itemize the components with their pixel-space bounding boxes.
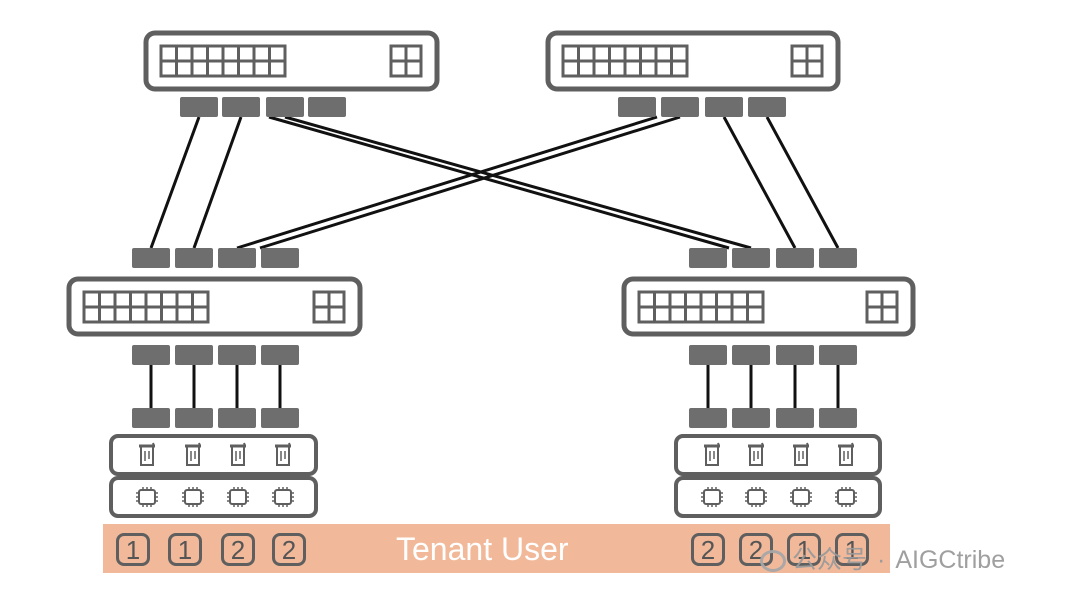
- server-left-gpu-chip-icon-3: [226, 486, 250, 508]
- server-left-port-2: [175, 408, 213, 428]
- server-left-nic-tray: [109, 434, 318, 476]
- leaf-left-downlink-port-4: [261, 345, 299, 365]
- link-spineL3b-leafR2: [284, 115, 752, 250]
- leaf-left-uplink-port-4: [261, 248, 299, 268]
- link-spineR4-leafR4: [765, 116, 840, 249]
- server-right-port-4: [819, 408, 857, 428]
- leaf-left-uplink-port-3: [218, 248, 256, 268]
- device-layer: [66, 30, 916, 518]
- server-right-gpu-chip-icon-3: [789, 486, 813, 508]
- tenant-badge-right-3: 1: [787, 533, 821, 566]
- leaf-switch-left-management-module: [312, 290, 346, 324]
- spine-right-port-2: [661, 97, 699, 117]
- tenant-badge-right-2: 2: [739, 533, 773, 566]
- leaf-right-uplink-port-4: [819, 248, 857, 268]
- leaf-right-downlink-port-4: [819, 345, 857, 365]
- link-spineR2-leafL4: [259, 115, 681, 250]
- leaf-switch-right-port-grid: [637, 290, 765, 324]
- spine-left-port-1: [180, 97, 218, 117]
- server-right-gpu-chip-icon-1: [700, 486, 724, 508]
- leaf-switch-left: [66, 276, 363, 337]
- server-left-port-1: [132, 408, 170, 428]
- link-spineL1-leafL1: [149, 116, 201, 249]
- server-right: [674, 434, 882, 518]
- leaf-right-downlink-port-3: [776, 345, 814, 365]
- spine-right-port-1: [618, 97, 656, 117]
- spine-switch-right-management-module: [790, 44, 824, 78]
- link-spineL3a-leafR1: [268, 115, 730, 250]
- tenant-user-label: Tenant User: [396, 531, 569, 567]
- server-right-gpu-tray: [674, 476, 882, 518]
- server-left-gpu-chip-icon-4: [271, 486, 295, 508]
- spine-switch-left: [143, 30, 440, 92]
- leaf-right-uplink-port-2: [732, 248, 770, 268]
- wechat-icon: [760, 550, 786, 573]
- link-layer: [149, 115, 840, 408]
- link-spineR3-leafR3: [722, 116, 797, 249]
- watermark-brand: 公众号: [792, 546, 868, 574]
- spine-left-port-4: [308, 97, 346, 117]
- server-right-gpu-chip-icon-2: [744, 486, 768, 508]
- leaf-right-downlink-port-2: [732, 345, 770, 365]
- server-right-port-3: [776, 408, 814, 428]
- leaf-left-downlink-port-2: [175, 345, 213, 365]
- server-left: [109, 434, 318, 518]
- spine-switch-right: [545, 30, 841, 92]
- leaf-left-uplink-port-2: [175, 248, 213, 268]
- spine-switch-right-port-grid: [561, 44, 689, 78]
- watermark-handle: AIGCtribe: [895, 546, 1006, 574]
- tenant-badge-right-4: 1: [835, 533, 869, 566]
- link-spineR1-leafL3: [236, 115, 658, 250]
- leaf-left-uplink-port-1: [132, 248, 170, 268]
- server-left-gpu-chip-icon-1: [135, 486, 159, 508]
- spine-left-port-2: [222, 97, 260, 117]
- tenant-badge-right-1: 2: [691, 533, 725, 566]
- spine-switch-left-management-module: [389, 44, 423, 78]
- link-spineL2-leafL2: [192, 116, 243, 249]
- server-left-port-3: [218, 408, 256, 428]
- leaf-left-downlink-port-1: [132, 345, 170, 365]
- tenant-badge-left-1: 1: [116, 533, 150, 566]
- watermark-separator: ·: [877, 546, 886, 574]
- leaf-switch-left-port-grid: [82, 290, 210, 324]
- server-left-port-4: [261, 408, 299, 428]
- leaf-switch-right-management-module: [865, 290, 899, 324]
- tenant-badge-left-2: 1: [168, 533, 202, 566]
- spine-right-port-4: [748, 97, 786, 117]
- leaf-left-downlink-port-3: [218, 345, 256, 365]
- leaf-switch-right: [621, 276, 916, 337]
- leaf-right-downlink-port-1: [689, 345, 727, 365]
- server-right-port-1: [689, 408, 727, 428]
- server-right-gpu-chip-icon-4: [834, 486, 858, 508]
- server-left-gpu-tray: [109, 476, 318, 518]
- server-left-gpu-chip-icon-2: [181, 486, 205, 508]
- spine-right-port-3: [705, 97, 743, 117]
- tenant-badge-left-4: 2: [272, 533, 306, 566]
- tenant-badge-left-3: 2: [221, 533, 255, 566]
- spine-switch-left-port-grid: [159, 44, 287, 78]
- leaf-right-uplink-port-3: [776, 248, 814, 268]
- server-right-port-2: [732, 408, 770, 428]
- spine-left-port-3: [266, 97, 304, 117]
- leaf-right-uplink-port-1: [689, 248, 727, 268]
- server-right-nic-tray: [674, 434, 882, 476]
- watermark: 公众号 · AIGCtribe: [760, 542, 1005, 578]
